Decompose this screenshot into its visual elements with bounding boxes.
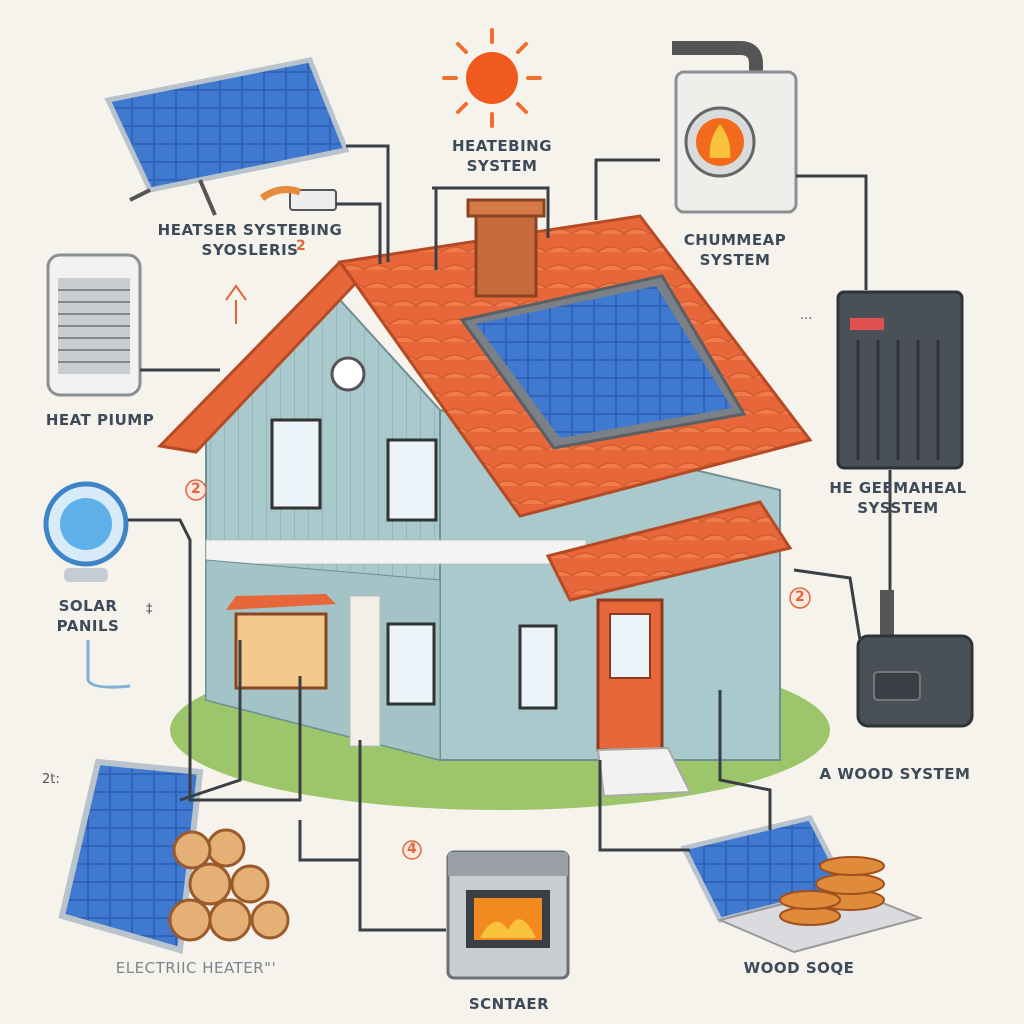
marker-number: 2 [795, 589, 805, 605]
center-label: SCNTAER [468, 995, 550, 1013]
house [156, 198, 813, 798]
wood-pellets [779, 856, 885, 926]
solar-panel-bottom-left [58, 758, 204, 954]
connection-pipes [128, 144, 892, 932]
up-arrow-icon [225, 284, 247, 324]
electric-heater-label: ELECTRIIC HEATER"' [115, 959, 277, 977]
solar-lens-icon [43, 481, 129, 582]
geothermal-system-label: HE GEEMAHEAL SYSSTEM [812, 478, 984, 518]
controller-box [259, 186, 337, 211]
chimney-system-line1: CHUMMEAP [683, 231, 787, 249]
solar-panels-label: SOLAR PANILS [40, 596, 136, 636]
heater-systems-line1: HEATSER SYSTEBING [157, 221, 343, 239]
chimney-system-line2: SYSTEM [699, 251, 771, 269]
marker-number: 4 [407, 841, 417, 857]
solar-panels-line2: PANILS [56, 617, 120, 635]
furnace-unit [672, 41, 798, 214]
marker-number: 2 [296, 238, 306, 254]
heat-pump-label: HEAT PIUMP [45, 411, 155, 429]
chimney-system-label: CHUMMEAP SYSTEM [668, 230, 802, 270]
flow-arrow [86, 640, 131, 689]
marker-circle [402, 840, 422, 860]
geothermal-system-line2: SYSSTEM [857, 499, 939, 517]
solar-panels-line1: SOLAR [58, 597, 118, 615]
heating-system-line2: SYSTEM [466, 157, 538, 175]
geothermal-unit [836, 290, 964, 470]
heat-pump-unit [46, 253, 142, 397]
marker-number: 2 [191, 481, 201, 497]
heater-systems-line2: SYOSLERIS [201, 241, 299, 259]
plug-icon: ‡ [146, 602, 153, 617]
firewood-stack [168, 828, 290, 942]
wood-stove-right [856, 590, 974, 728]
heating-system-label: HEATEBING SYSTEM [440, 136, 564, 176]
wood-system-label: A WOOD SYSTEM [819, 765, 971, 783]
sun-icon [442, 28, 542, 128]
heater-systems-label: HEATSER SYSTEBING SYOSLERIS [150, 220, 350, 260]
marker-circle [789, 587, 811, 609]
geothermal-system-line1: HE GEEMAHEAL [829, 479, 967, 497]
corner-mark: 2t: [42, 772, 60, 787]
heating-system-line1: HEATEBING [451, 137, 553, 155]
solar-panel-top-left [104, 57, 350, 216]
dash-mark: ··· [800, 312, 813, 327]
wood-stove-label: WOOD SOQE [743, 959, 855, 977]
center-stove [446, 850, 570, 980]
marker-circle [185, 479, 207, 501]
